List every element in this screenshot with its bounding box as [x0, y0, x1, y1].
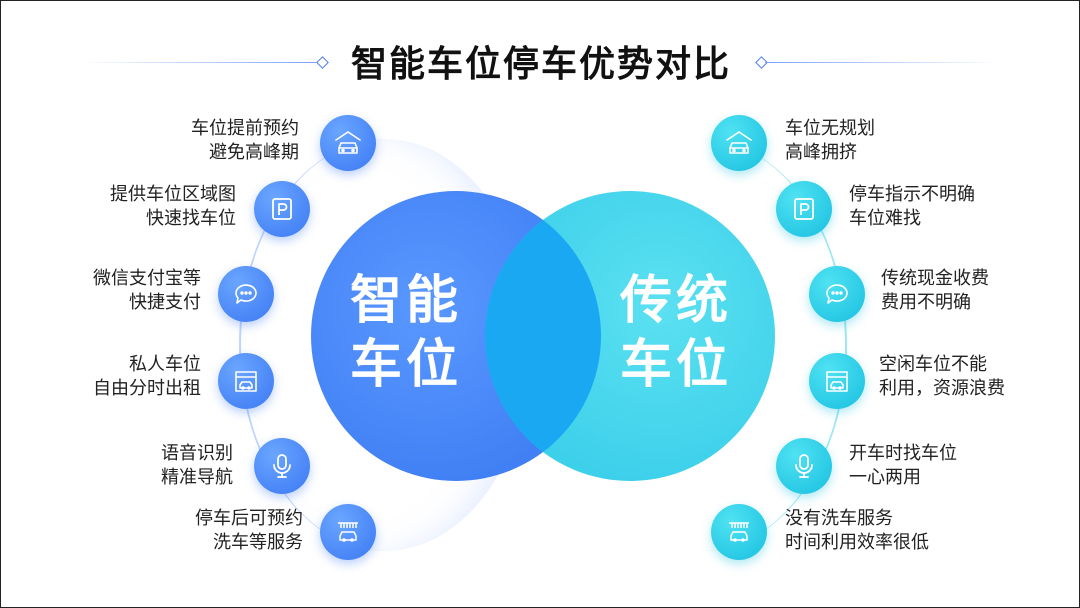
page-title: 智能车位停车优势对比 — [350, 44, 731, 85]
garage-car-icon — [320, 115, 376, 171]
left-item-2-line1: 提供车位区域图 — [110, 184, 236, 205]
left-item-6-line1: 停车后可预约 — [195, 508, 303, 529]
left-arc — [239, 139, 531, 551]
right-item-6-line1: 没有洗车服务 — [785, 508, 893, 529]
left-item-3-line1: 微信支付宝等 — [93, 268, 201, 289]
smart-parking-label-line1: 智能 — [349, 271, 462, 331]
left-item-2-text: 提供车位区域图 快速找车位 — [61, 183, 236, 231]
car-wash-icon — [711, 504, 767, 560]
left-item-5-line1: 语音识别 — [161, 443, 233, 464]
left-item-5-line2: 精准导航 — [161, 467, 233, 488]
venn-overlap — [485, 191, 775, 481]
right-item-2-line1: 停车指示不明确 — [849, 184, 975, 205]
right-item-4-text: 空闲车位不能 利用，资源浪费 — [879, 353, 1074, 401]
left-item-6-text: 停车后可预约 洗车等服务 — [151, 507, 303, 555]
right-item-1-line1: 车位无规划 — [785, 118, 875, 139]
right-item-1-text: 车位无规划 高峰拥挤 — [785, 117, 955, 165]
left-item-1-text: 车位提前预约 避免高峰期 — [151, 117, 299, 165]
parking-garage-icon — [809, 353, 865, 409]
right-item-4-line1: 空闲车位不能 — [879, 354, 987, 375]
right-item-2-line2: 车位难找 — [849, 208, 921, 229]
parking-garage-icon — [218, 353, 274, 409]
left-item-4-line1: 私人车位 — [129, 354, 201, 375]
microphone-icon — [254, 438, 310, 494]
left-item-3-text: 微信支付宝等 快捷支付 — [41, 267, 201, 315]
garage-car-icon — [711, 115, 767, 171]
right-item-6-text: 没有洗车服务 时间利用效率很低 — [785, 507, 985, 555]
left-item-1-line1: 车位提前预约 — [191, 118, 299, 139]
smart-parking-label-line2: 车位 — [349, 335, 462, 395]
right-item-4-line2: 利用，资源浪费 — [879, 378, 1005, 399]
smart-parking-label: 智能 车位 — [321, 269, 491, 397]
left-item-4-text: 私人车位 自由分时出租 — [41, 353, 201, 401]
parking-sign-icon — [776, 181, 832, 237]
left-item-6-line2: 洗车等服务 — [213, 532, 303, 553]
traditional-parking-label-line2: 车位 — [619, 335, 732, 395]
microphone-icon — [776, 438, 832, 494]
title-rule-right — [765, 62, 1001, 63]
right-item-6-line2: 时间利用效率很低 — [785, 532, 929, 553]
right-item-3-line1: 传统现金收费 — [881, 268, 989, 289]
chat-bubble-icon — [809, 266, 865, 322]
left-item-2-line2: 快速找车位 — [146, 208, 236, 229]
right-item-3-line2: 费用不明确 — [881, 292, 971, 313]
left-item-1-line2: 避免高峰期 — [209, 142, 299, 163]
right-arc — [555, 139, 847, 551]
traditional-parking-label: 传统 车位 — [591, 269, 761, 397]
left-item-5-text: 语音识别 精准导航 — [81, 442, 233, 490]
left-item-3-line2: 快捷支付 — [129, 292, 201, 313]
left-item-4-line2: 自由分时出租 — [93, 378, 201, 399]
chat-bubble-icon — [218, 266, 274, 322]
car-wash-icon — [320, 504, 376, 560]
parking-sign-icon — [254, 181, 310, 237]
right-item-5-text: 开车时找车位 一心两用 — [849, 442, 1029, 490]
right-item-5-line2: 一心两用 — [849, 467, 921, 488]
right-item-3-text: 传统现金收费 费用不明确 — [881, 267, 1061, 315]
right-item-2-text: 停车指示不明确 车位难找 — [849, 183, 1029, 231]
right-item-1-line2: 高峰拥挤 — [785, 142, 857, 163]
traditional-parking-label-line1: 传统 — [619, 271, 732, 331]
right-item-5-line1: 开车时找车位 — [849, 443, 957, 464]
title-rule-left — [81, 62, 317, 63]
